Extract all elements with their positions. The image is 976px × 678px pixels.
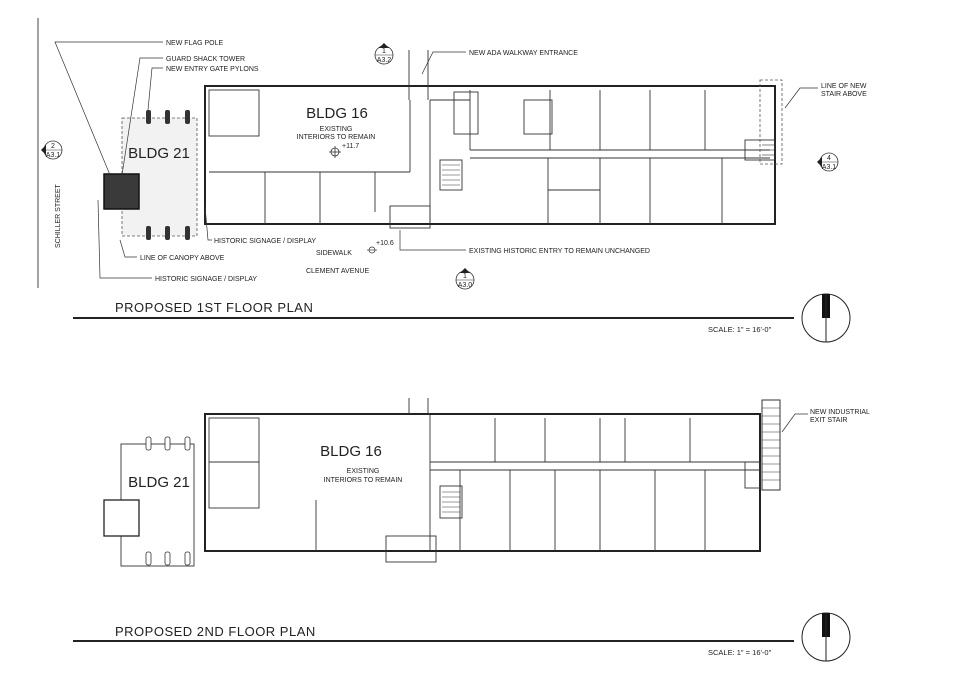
- sidewalk-label: SIDEWALK: [316, 250, 352, 257]
- section-left-sheet: A3.1: [46, 152, 61, 159]
- section-mark-top-icon: 1 A3.2: [374, 43, 394, 65]
- section-mark-left-icon: 2 A3.1: [41, 140, 63, 160]
- floor2-scale: SCALE: 1" = 16'-0": [708, 648, 772, 657]
- pylons-2: [145, 436, 191, 566]
- schiller-street-label: SCHILLER STREET: [55, 183, 62, 248]
- first-floor-stairs: [442, 144, 775, 186]
- interiors-remain-label-2: INTERIORS TO REMAIN: [324, 477, 403, 484]
- callout-historic-entry: EXISTING HISTORIC ENTRY TO REMAIN UNCHAN…: [469, 248, 650, 255]
- elevation-b: +10.6: [376, 240, 394, 247]
- guard-shack-2: [103, 499, 140, 537]
- floor1-title: PROPOSED 1ST FLOOR PLAN: [115, 300, 313, 315]
- bldg16-label-2: BLDG 16: [320, 443, 382, 460]
- first-floor-plan: BLDG 21: [37, 18, 867, 343]
- interiors-existing-label: EXISTING: [320, 126, 353, 133]
- callout-new-stair-2: STAIR ABOVE: [821, 91, 867, 98]
- interiors-existing-label-2: EXISTING: [347, 468, 380, 475]
- bldg21-label: BLDG 21: [128, 145, 190, 162]
- interiors-remain-label: INTERIORS TO REMAIN: [297, 134, 376, 141]
- clement-avenue-label: CLEMENT AVENUE: [306, 268, 369, 275]
- section-mark-bottom-icon: 1 A3.0: [455, 268, 475, 290]
- callout-ada-walkway: NEW ADA WALKWAY ENTRANCE: [469, 50, 578, 57]
- bldg16-partitions-2: [208, 398, 761, 563]
- bldg21-label-2: BLDG 21: [128, 474, 190, 491]
- callout-new-stair-1: LINE OF NEW: [821, 83, 867, 90]
- callout-leaders: [54, 41, 818, 279]
- section-mark-right-icon: 4 A3.1: [817, 152, 839, 172]
- elevation-marker-icon: [329, 146, 341, 158]
- section-top-sheet: A3.2: [377, 57, 392, 64]
- elevation-a: +11.7: [342, 143, 359, 150]
- callout-flag-pole: NEW FLAG POLE: [166, 40, 224, 47]
- section-right-num: 4: [827, 155, 831, 162]
- section-bottom-num: 1: [463, 273, 467, 280]
- section-bottom-sheet: A3.0: [458, 282, 473, 289]
- bldg16-label: BLDG 16: [306, 105, 368, 122]
- north-arrow-icon: [801, 293, 851, 343]
- callout-guard-shack: GUARD SHACK TOWER: [166, 56, 245, 63]
- floor2-title: PROPOSED 2ND FLOOR PLAN: [115, 624, 316, 639]
- elevation-marker-icon-2: [367, 246, 377, 254]
- callout-signage-bottom: HISTORIC SIGNAGE / DISPLAY: [155, 276, 257, 283]
- entry-gate-pylons: [146, 110, 190, 240]
- section-top-num: 1: [382, 48, 386, 55]
- second-floor-plan: BLDG 21: [73, 398, 870, 662]
- bldg16-partitions: [208, 50, 783, 229]
- second-floor-stairs: [442, 399, 781, 513]
- bldg16-outline-2: [204, 413, 761, 552]
- callout-signage-right: HISTORIC SIGNAGE / DISPLAY: [214, 238, 316, 245]
- callout-gate-pylons: NEW ENTRY GATE PYLONS: [166, 66, 259, 73]
- callout-exit-stair-2: EXIT STAIR: [810, 417, 847, 424]
- floor1-scale: SCALE: 1" = 16'-0": [708, 325, 772, 334]
- callout-exit-stair-1: NEW INDUSTRIAL: [810, 409, 870, 416]
- section-right-sheet: A3.1: [822, 164, 837, 171]
- exit-stair-leader: [781, 413, 808, 433]
- bldg16-outline: [204, 85, 776, 225]
- section-left-num: 2: [51, 143, 55, 150]
- north-arrow-icon-2: [801, 612, 851, 662]
- callout-canopy: LINE OF CANOPY ABOVE: [140, 255, 225, 262]
- guard-shack-tower: [103, 173, 140, 210]
